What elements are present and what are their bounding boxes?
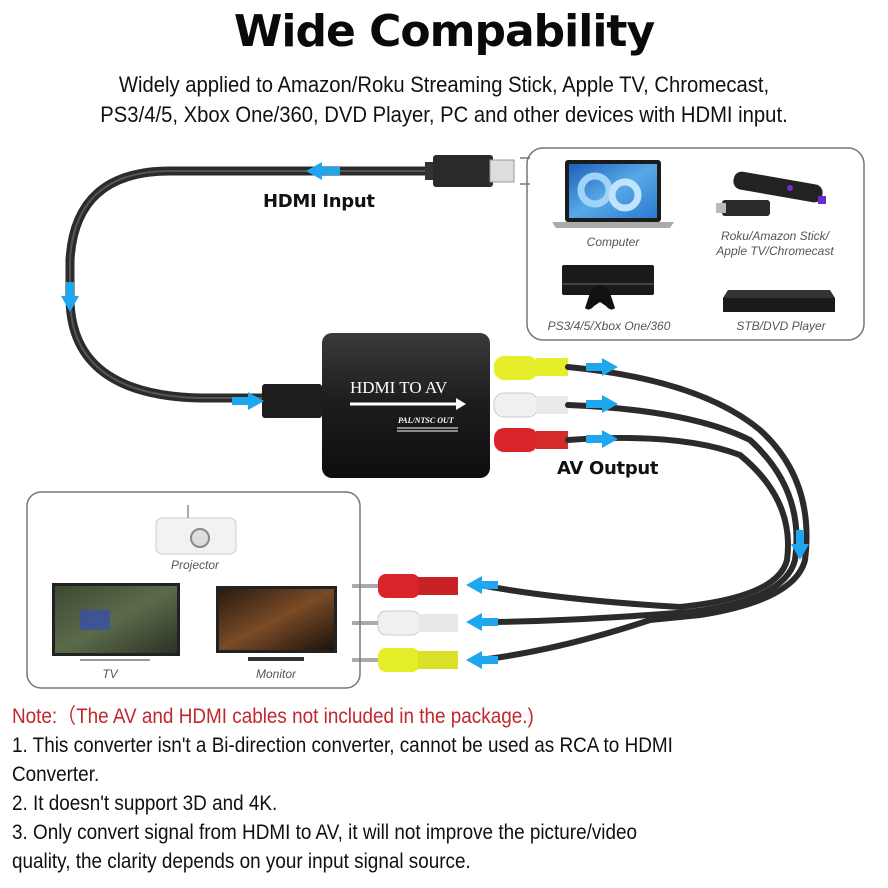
hdmi-flow-arrows [61, 162, 340, 410]
source-devices-panel [520, 147, 865, 341]
note-line-3: 3. Only convert signal from HDMI to AV, … [12, 821, 638, 844]
av-flow-arrows [466, 358, 809, 669]
converter-device [322, 333, 490, 478]
output-devices-panel [26, 491, 361, 689]
converter-name: HDMI TO AV [350, 378, 448, 397]
output-label-monitor: Monitor [255, 667, 296, 681]
arrow-left-icon [306, 162, 340, 180]
rca-inputs [352, 574, 458, 672]
subtitle-line-2: PS3/4/5, Xbox One/360, DVD Player, PC an… [100, 102, 788, 127]
subtitle: Widely applied to Amazon/Roku Streaming … [36, 70, 853, 130]
note-heading: Note:（The AV and HDMI cables not include… [12, 705, 534, 728]
av-output-label: AV Output [557, 458, 659, 479]
hdmi-input-label: HDMI Input [263, 191, 375, 212]
note-line-3-cont: quality, the clarity depends on your inp… [12, 850, 471, 873]
page-title: Wide Compability [233, 6, 655, 57]
monitor-icon [216, 586, 337, 661]
source-label-streaming: Roku/Amazon Stick/ Apple TV/Chromecast [716, 229, 834, 258]
source-label-stb: STB/DVD Player [736, 319, 826, 333]
projector-icon [155, 505, 237, 555]
rca-outputs [493, 356, 568, 452]
notes-section: Note:（The AV and HDMI cables not include… [12, 702, 882, 876]
subtitle-line-1: Widely applied to Amazon/Roku Streaming … [118, 72, 770, 97]
rca-cables [477, 364, 810, 663]
note-line-1: 1. This converter isn't a Bi-direction c… [12, 734, 673, 757]
set-top-box-icon [723, 290, 835, 312]
converter-subtitle: PAL/NTSC OUT [398, 416, 454, 425]
source-label-console: PS3/4/5/Xbox One/360 [547, 319, 671, 333]
note-line-1-cont: Converter. [12, 763, 100, 786]
note-line-2: 2. It doesn't support 3D and 4K. [12, 792, 278, 815]
game-console-icon [562, 265, 654, 310]
arrow-down-icon [61, 282, 79, 312]
output-label-tv: TV [102, 667, 118, 681]
tv-icon [52, 583, 180, 661]
source-label-computer: Computer [586, 235, 640, 249]
laptop-icon [552, 160, 674, 228]
arrow-right-icon [232, 392, 264, 410]
output-label-projector: Projector [170, 558, 220, 572]
streaming-stick-icon [716, 171, 826, 216]
